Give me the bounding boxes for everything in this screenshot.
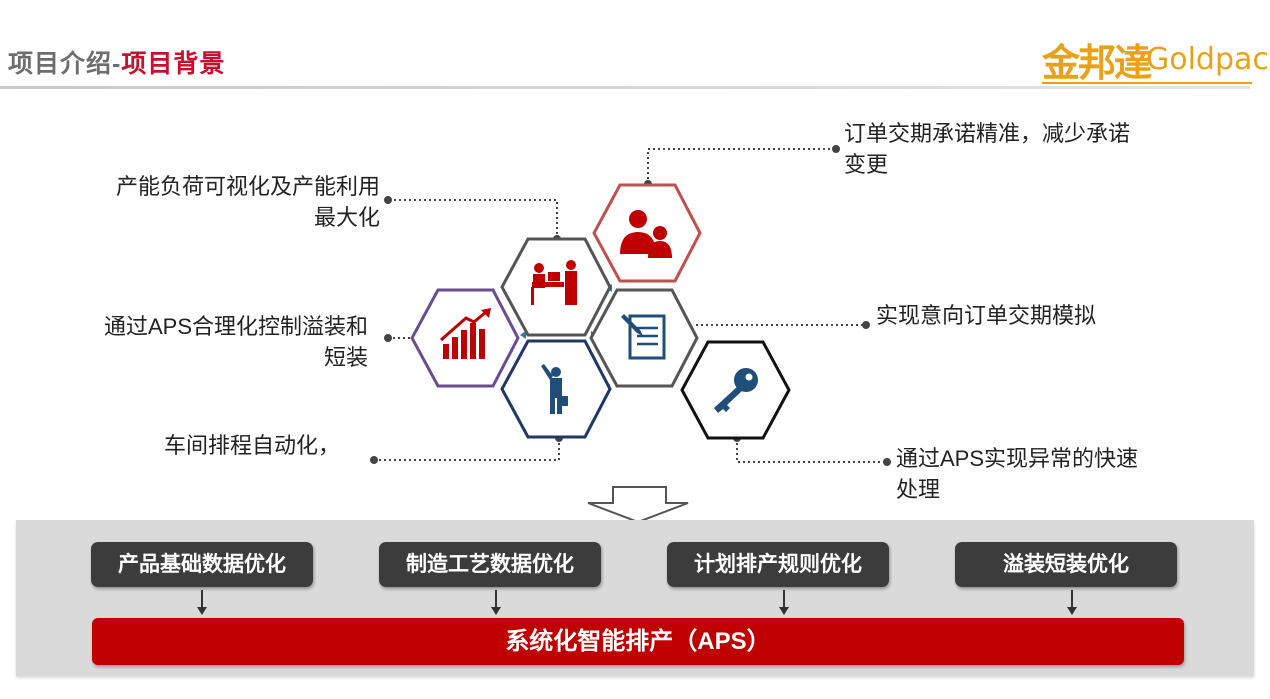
connector-bottom-left	[374, 438, 560, 461]
logo-cn-text: 金邦達	[1042, 40, 1152, 85]
arrow-down-icon	[491, 590, 501, 615]
callout-exception-handling: 通过APS实现异常的快速处理	[896, 446, 1139, 502]
businessman-icon	[541, 364, 568, 414]
hex-growth	[410, 288, 520, 388]
meeting-icon	[531, 260, 577, 305]
growth-chart-icon	[440, 308, 491, 359]
callout-order-commitment: 订单交期承诺精准，减少承诺变更	[844, 121, 1131, 177]
optimization-panel: 产品基础数据优化 制造工艺数据优化 计划排产规则优化 溢装短装优化 系统化智能排…	[16, 520, 1254, 676]
document-edit-icon	[621, 314, 666, 360]
tag-process-data: 制造工艺数据优化	[379, 542, 601, 587]
logo-en-text: Goldpac	[1146, 42, 1269, 77]
hex-document	[589, 288, 699, 388]
callout-delivery-sim: 实现意向订单交期模拟	[876, 303, 1097, 328]
tag-planning-rules: 计划排产规则优化	[667, 542, 889, 587]
hex-key	[680, 340, 791, 440]
connector-top-right	[647, 148, 836, 184]
tag-product-data: 产品基础数据优化	[91, 542, 313, 587]
people-icon	[620, 210, 672, 258]
title-main: 项目背景	[121, 50, 226, 78]
callout-capacity: 产能负荷可视化及产能利用最大化	[115, 174, 380, 230]
key-icon	[714, 368, 758, 413]
callout-overflow-control: 通过APS合理化控制溢装和短装	[103, 314, 368, 370]
down-arrow-big	[587, 486, 689, 520]
page-title: 项目介绍-项目背景	[8, 44, 225, 80]
connector-top-left	[388, 199, 558, 239]
arrow-down-icon	[779, 590, 789, 615]
title-prefix: 项目介绍-	[8, 50, 122, 78]
hex-people	[592, 183, 702, 283]
goldpac-logo: 金邦達 Goldpac	[1042, 32, 1269, 88]
callout-auto-schedule: 车间排程自动化，	[164, 433, 341, 458]
hex-meeting	[500, 237, 612, 337]
logo-underline	[1042, 82, 1252, 84]
hexagon-diagram	[370, 145, 891, 520]
tag-overflow-shortage: 溢装短装优化	[955, 542, 1177, 587]
connector-bottom-right	[736, 438, 887, 463]
aps-result-bar: 系统化智能排产（APS）	[92, 618, 1184, 665]
arrow-down-icon	[1067, 590, 1077, 615]
header-divider	[0, 86, 1250, 89]
arrow-down-icon	[197, 590, 207, 615]
hex-businessman	[500, 339, 612, 439]
